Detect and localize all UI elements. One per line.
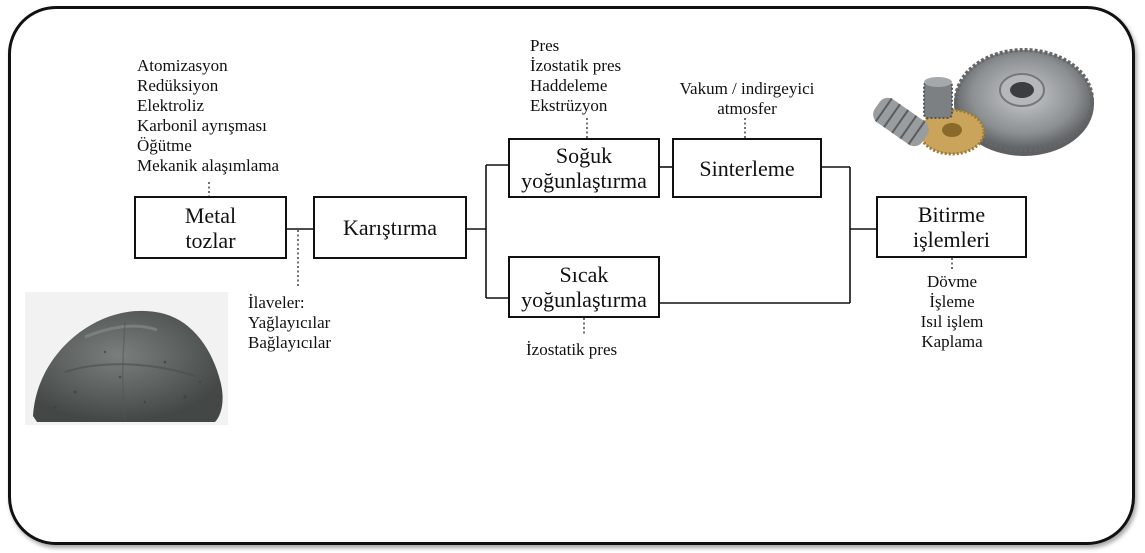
metal-powder-image [25, 292, 228, 425]
list-item: Karbonil ayrışması [137, 116, 267, 135]
list-item: Bağlayıcılar [248, 333, 332, 352]
list-item: İzostatik pres [526, 340, 618, 359]
list-item: İzostatik pres [530, 56, 622, 75]
list-item: Mekanik alaşımlama [137, 156, 280, 175]
pinion-gear-icon [923, 77, 953, 119]
list-item: Redüksiyon [137, 76, 219, 95]
box-sinterleme: Sinterleme [672, 138, 822, 198]
list-item: Haddeleme [530, 76, 608, 95]
list-item: Pres [530, 36, 560, 55]
box-bitirme-islemleri: Bitirme işlemleri [876, 196, 1027, 258]
finishing-methods: Dövme İşleme Isıl işlem Kaplama [896, 272, 1008, 352]
list-item: Dövme [926, 272, 978, 291]
sinter-atmosphere-note: Vakum / indirgeyici atmosfer [679, 79, 815, 118]
additives-list: İlaveler: Yağlayıcılar Bağlayıcılar [248, 293, 331, 353]
list-item: Yağlayıcılar [248, 313, 331, 332]
list-item: Kaplama [921, 332, 983, 351]
box-sicak-yogunlastirma: Sıcak yoğunlaştırma [508, 256, 660, 318]
list-item: Atomizasyon [137, 56, 228, 75]
list-item: Elektroliz [137, 96, 205, 115]
box-metal-tozlar: Metal tozlar [134, 196, 287, 259]
hot-compaction-methods: İzostatik pres [526, 340, 617, 360]
cold-compaction-methods: Pres İzostatik pres Haddeleme Ekstrüzyon [530, 36, 621, 116]
list-item: İşleme [929, 292, 975, 311]
gears-image [862, 46, 1104, 168]
list-item: Isıl işlem [920, 312, 984, 331]
list-item: Öğütme [137, 136, 192, 155]
worm-shaft-icon [873, 97, 929, 147]
box-soguk-yogunlastirma: Soğuk yoğunlaştırma [508, 138, 660, 198]
list-item: İlaveler: [248, 293, 305, 312]
powder-production-methods: Atomizasyon Redüksiyon Elektroliz Karbon… [137, 56, 279, 176]
list-item: Ekstrüzyon [530, 96, 608, 115]
large-gear-icon [954, 48, 1094, 156]
box-karistirma: Karıştırma [313, 196, 467, 259]
